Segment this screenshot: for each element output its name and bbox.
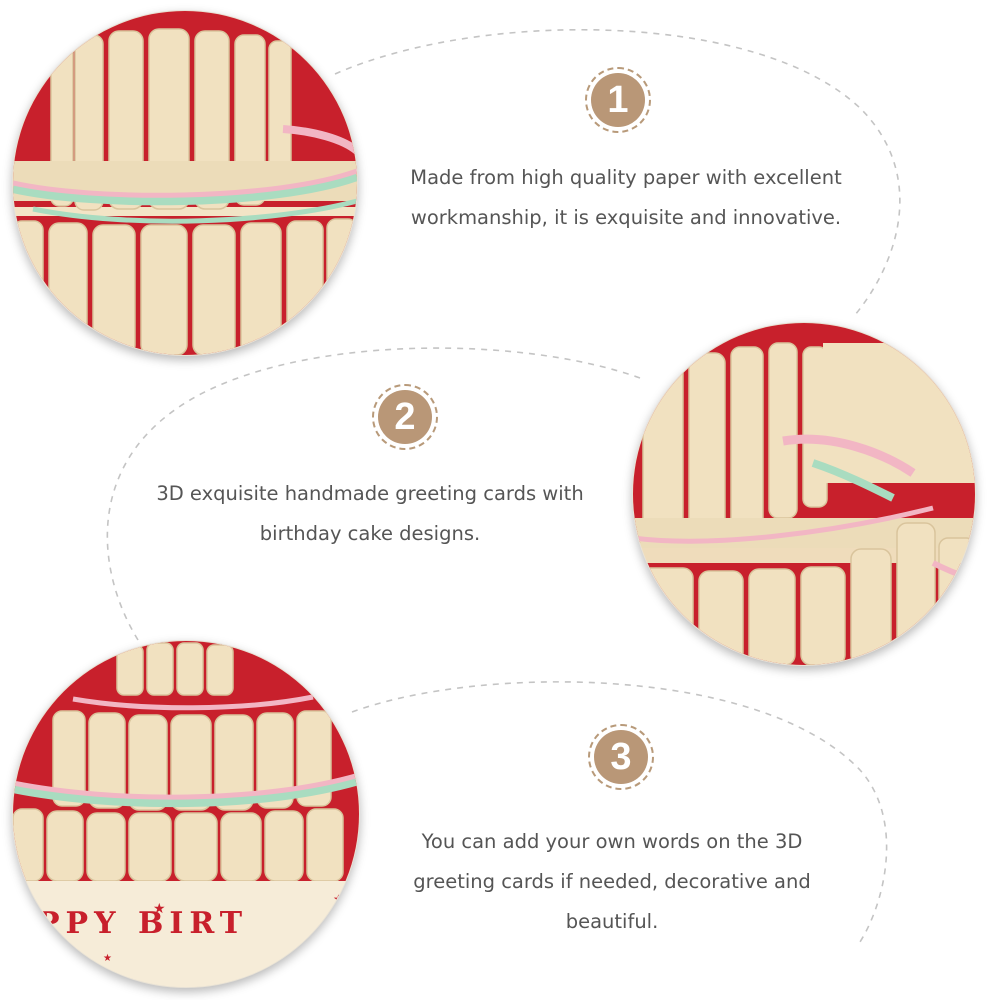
feature-2-line-1: 3D exquisite handmade greeting cards wit… [156, 482, 584, 505]
feature-2-line-2: birthday cake designs. [259, 522, 481, 545]
cake-tiers-illustration-1 [13, 11, 357, 355]
step-badge-1: 1 [585, 67, 651, 133]
step-badge-2: 2 [372, 384, 438, 450]
cake-tiers-illustration-2 [633, 323, 975, 665]
feature-description-3: You can add your own words on the 3D gre… [372, 822, 852, 942]
feature-description-1: Made from high quality paper with excell… [372, 158, 880, 238]
step-number-2: 2 [378, 390, 432, 444]
feature-3-line-2: greeting cards if needed, decorative and [413, 870, 811, 893]
cake-tiers-illustration-3: PPY BIRT ★ ★ ★ [13, 641, 359, 987]
step-number-3: 3 [594, 730, 648, 784]
dashed-arc-1 [334, 28, 901, 316]
cake-photo-2 [632, 322, 976, 666]
step-badge-3: 3 [588, 724, 654, 790]
cake-photo-1 [12, 10, 358, 356]
card-lettering: PPY BIRT [37, 906, 248, 941]
cake-photo-3: PPY BIRT ★ ★ ★ [12, 640, 360, 988]
feature-1-line-1: Made from high quality paper with excell… [410, 166, 842, 189]
svg-text:★: ★ [153, 901, 166, 917]
step-number-1: 1 [591, 73, 645, 127]
feature-description-2: 3D exquisite handmade greeting cards wit… [120, 474, 620, 554]
svg-text:★: ★ [103, 953, 112, 964]
feature-3-line-3: beautiful. [565, 910, 659, 933]
feature-1-line-2: workmanship, it is exquisite and innovat… [410, 206, 842, 229]
feature-3-line-1: You can add your own words on the 3D [421, 830, 803, 853]
